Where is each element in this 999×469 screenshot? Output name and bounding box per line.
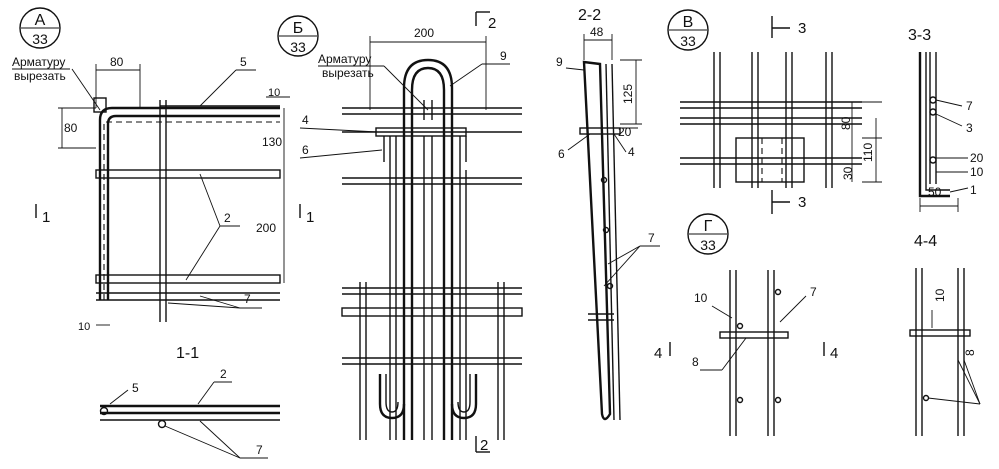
dim-v-110: 110 bbox=[861, 143, 875, 162]
view-a: А 33 Арматуру вырезать 80 80 bbox=[12, 7, 290, 333]
callout-b-4: 4 bbox=[302, 113, 309, 127]
dim-33-20: 20 bbox=[970, 151, 984, 165]
loop-stirrup bbox=[402, 58, 454, 440]
cut-note-a-2: вырезать bbox=[14, 69, 66, 83]
section-1-1-title: 1-1 bbox=[176, 345, 199, 362]
callout-a-2: 2 bbox=[224, 211, 231, 225]
callout-22-4: 4 bbox=[628, 145, 635, 159]
section-2-2: 2-2 48 125 20 9 6 4 7 bbox=[556, 7, 660, 421]
callout-44-10: 10 bbox=[933, 288, 947, 302]
view-v: В 33 3 3 80 110 30 bbox=[667, 9, 882, 214]
sec-mark-3-bottom: 3 bbox=[798, 194, 806, 211]
hook-right bbox=[450, 374, 478, 420]
callout-33-7: 7 bbox=[966, 99, 973, 113]
dim-a-10-bottom: 10 bbox=[78, 321, 90, 333]
dim-a-80-left: 80 bbox=[64, 121, 78, 135]
dim-a-130: 130 bbox=[262, 135, 282, 149]
view-v-circle-label: В 33 bbox=[667, 9, 709, 51]
dim-22-125: 125 bbox=[621, 84, 635, 104]
bent-bar-a bbox=[98, 106, 280, 300]
callout-g-8: 8 bbox=[692, 355, 699, 369]
cut-note-b-1: Арматуру bbox=[318, 52, 371, 66]
dim-22-48: 48 bbox=[590, 25, 604, 39]
cut-note-a-1: Арматуру bbox=[12, 55, 65, 69]
view-g-sheet: 33 bbox=[700, 237, 716, 253]
view-g: Г 33 10 7 8 4 4 bbox=[654, 213, 838, 436]
dim-a-200: 200 bbox=[256, 221, 276, 235]
section-2-2-title: 2-2 bbox=[578, 7, 601, 24]
callout-a-5: 5 bbox=[240, 55, 247, 69]
horizontal-bars-a bbox=[95, 169, 281, 301]
sec-mark-1-right: 1 bbox=[306, 209, 314, 226]
dim-33-10: 10 bbox=[970, 165, 984, 179]
callout-22-9: 9 bbox=[556, 55, 563, 69]
dim-22-20: 20 bbox=[618, 125, 632, 139]
callout-b-9: 9 bbox=[500, 49, 507, 63]
sec-mark-3-top: 3 bbox=[798, 20, 806, 37]
view-b-letter: Б bbox=[293, 20, 304, 37]
callout-22-7: 7 bbox=[648, 231, 655, 245]
view-b-circle-label: Б 33 bbox=[277, 15, 319, 57]
stirrup-side-22 bbox=[582, 60, 612, 421]
callout-b-6: 6 bbox=[302, 143, 309, 157]
cut-note-b-2: вырезать bbox=[322, 66, 374, 80]
callout-11-2: 2 bbox=[220, 367, 227, 381]
sec-mark-4-left: 4 bbox=[654, 345, 662, 362]
dim-v-80: 80 bbox=[839, 116, 853, 130]
view-a-sheet: 33 bbox=[32, 31, 48, 47]
callout-33-3: 3 bbox=[966, 121, 973, 135]
callout-22-6: 6 bbox=[558, 147, 565, 161]
dim-b-200: 200 bbox=[414, 26, 434, 40]
dim-v-30: 30 bbox=[841, 166, 855, 180]
view-v-letter: В bbox=[683, 14, 694, 31]
callout-44-8: 8 bbox=[963, 349, 977, 356]
sec-mark-2-bottom: 2 bbox=[480, 437, 488, 454]
sec-mark-1-left: 1 bbox=[42, 209, 50, 226]
view-a-letter: А bbox=[35, 12, 46, 29]
cross-bar-g bbox=[719, 331, 789, 339]
section-3-3-title: 3-3 bbox=[908, 27, 931, 44]
callout-a-7: 7 bbox=[244, 292, 251, 306]
hook-left bbox=[378, 374, 406, 420]
view-g-letter: Г bbox=[704, 218, 713, 235]
section-4-4: 4-4 10 8 bbox=[909, 233, 981, 436]
view-g-circle-label: Г 33 bbox=[687, 213, 729, 255]
callout-11-7: 7 bbox=[256, 443, 263, 457]
sec-mark-2-top: 2 bbox=[488, 15, 496, 32]
dim-a-10-top: 10 bbox=[268, 87, 280, 99]
view-b: Б 33 Арматуру вырезать 200 2 2 1 bbox=[277, 11, 523, 454]
view-b-sheet: 33 bbox=[290, 39, 306, 55]
dim-33-50: 50 bbox=[928, 185, 942, 199]
callout-g-10: 10 bbox=[694, 291, 708, 305]
dim-a-80-top: 80 bbox=[110, 55, 124, 69]
view-v-sheet: 33 bbox=[680, 33, 696, 49]
embedded-plate-v bbox=[735, 137, 805, 183]
callout-11-5: 5 bbox=[132, 381, 139, 395]
section-3-3: 3-3 7 3 20 10 1 50 bbox=[908, 27, 984, 212]
view-a-circle-label: А 33 bbox=[19, 7, 61, 49]
callout-g-7: 7 bbox=[810, 285, 817, 299]
sec-mark-4-right: 4 bbox=[830, 345, 838, 362]
section-4-4-title: 4-4 bbox=[914, 233, 937, 250]
callout-33-1: 1 bbox=[970, 183, 977, 197]
section-1-1: 1-1 5 2 7 bbox=[99, 345, 280, 459]
